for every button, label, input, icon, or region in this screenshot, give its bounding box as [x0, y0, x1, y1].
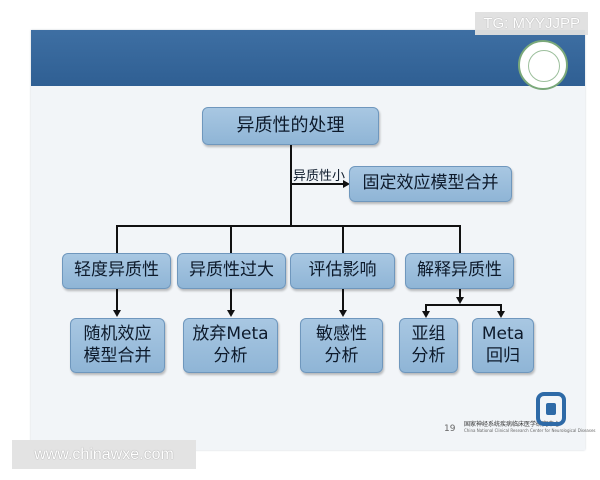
- arrow-to-fixed: [343, 180, 350, 188]
- connector-explain-bus: [425, 304, 502, 306]
- arrow-explain-b: [497, 311, 505, 318]
- watermark-tag: TG: MYYJJPP: [475, 12, 588, 35]
- arrow-explain: [456, 297, 464, 304]
- meta-regression-node: Meta 回归: [472, 318, 534, 373]
- center-name-en: China National Clinical Research Center …: [464, 428, 596, 433]
- watermark-url: www.chinawxe.com: [12, 440, 196, 469]
- fixed-effect-node: 固定效应模型合并: [349, 166, 512, 202]
- connector-bus-level1: [116, 225, 461, 227]
- slide-header-bar: [31, 30, 585, 86]
- mild-heterogeneity-node: 轻度异质性: [62, 253, 171, 289]
- connector-drop-4: [459, 225, 461, 253]
- connector-explain-b: [500, 304, 502, 313]
- abandon-meta-node: 放弃Meta 分析: [183, 318, 278, 373]
- center-name: 国家神经系统疾病临床医学研究中心: [464, 421, 561, 428]
- connector-assess-down: [342, 289, 344, 312]
- arrow-large: [227, 310, 235, 317]
- arrow-assess: [339, 310, 347, 317]
- connector-mild-down: [116, 289, 118, 312]
- connector-root-down: [290, 145, 292, 225]
- explain-heterogeneity-node: 解释异质性: [405, 253, 514, 289]
- page-number: 19: [444, 424, 456, 434]
- university-seal-icon: [518, 40, 568, 90]
- connector-to-fixed: [290, 183, 347, 185]
- connector-drop-3: [342, 225, 344, 253]
- arrow-mild: [113, 310, 121, 317]
- connector-drop-1: [116, 225, 118, 253]
- connector-explain-a: [425, 304, 427, 313]
- slide: [31, 30, 585, 450]
- connector-explain-down: [459, 289, 461, 301]
- root-node: 异质性的处理: [202, 107, 379, 145]
- subgroup-analysis-node: 亚组 分析: [399, 318, 458, 373]
- connector-large-down: [230, 289, 232, 312]
- arrow-explain-a: [422, 311, 430, 318]
- research-center-logo-icon: [536, 392, 566, 426]
- assess-impact-node: 评估影响: [290, 253, 395, 289]
- sensitivity-analysis-node: 敏感性 分析: [300, 318, 383, 373]
- large-heterogeneity-node: 异质性过大: [177, 253, 286, 289]
- random-effect-node: 随机效应 模型合并: [70, 318, 165, 373]
- edge-label-small-heterogeneity: 异质性小: [293, 169, 346, 184]
- connector-drop-2: [230, 225, 232, 253]
